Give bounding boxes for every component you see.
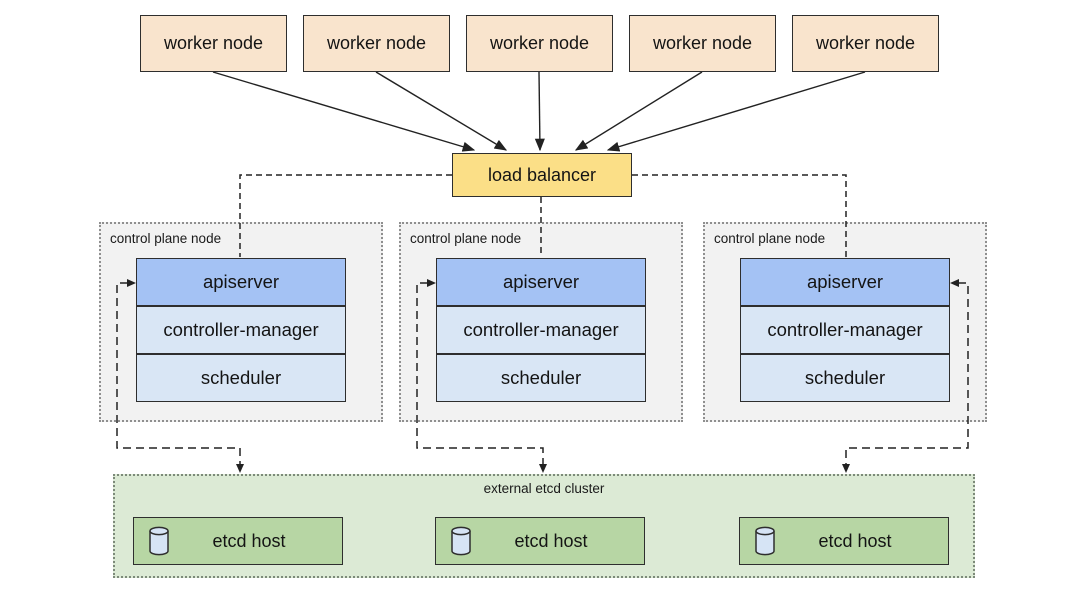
controller-manager-label: controller-manager: [163, 319, 319, 340]
load-balancer: load balancer: [452, 153, 632, 197]
scheduler-label: scheduler: [804, 367, 886, 388]
scheduler-box-3: scheduler: [740, 354, 950, 402]
worker-node-2: worker node: [303, 15, 450, 72]
apiserver-label: apiserver: [806, 271, 884, 292]
apiserver-label: apiserver: [202, 271, 280, 292]
controller-manager-box-3: controller-manager: [740, 306, 950, 354]
database-cylinder-icon: [149, 526, 169, 556]
apiserver-box-3: apiserver: [740, 258, 950, 306]
apiserver-to-etcd-links: [116, 282, 969, 464]
worker-node-4: worker node: [629, 15, 776, 72]
controller-manager-label: controller-manager: [767, 319, 923, 340]
etcd-host-2: etcd host: [435, 517, 645, 565]
worker-node-label: worker node: [163, 33, 264, 53]
scheduler-label: scheduler: [200, 367, 282, 388]
database-cylinder-icon: [451, 526, 471, 556]
etcd-host-label: etcd host: [514, 530, 588, 551]
etcd-host-label: etcd host: [818, 530, 892, 551]
worker-node-label: worker node: [815, 33, 916, 53]
etcd-host-1: etcd host: [133, 517, 343, 565]
scheduler-label: scheduler: [500, 367, 582, 388]
worker-node-5: worker node: [792, 15, 939, 72]
etcd-host-label: etcd host: [212, 530, 286, 551]
database-cylinder-icon: [755, 526, 775, 556]
control-plane-node-label: control plane node: [110, 231, 222, 246]
worker-node-label: worker node: [326, 33, 427, 53]
controller-manager-box-2: controller-manager: [436, 306, 646, 354]
control-plane-node-label: control plane node: [714, 231, 826, 246]
etcd-link-arrowheads: [127, 279, 959, 473]
apiserver-box-1: apiserver: [136, 258, 346, 306]
controller-manager-label: controller-manager: [463, 319, 619, 340]
lb-to-apiserver-links: [239, 174, 847, 257]
etcd-host-3: etcd host: [739, 517, 949, 565]
worker-to-lb-arrows: [212, 71, 866, 152]
control-plane-node-label: control plane node: [410, 231, 522, 246]
apiserver-box-2: apiserver: [436, 258, 646, 306]
worker-node-label: worker node: [489, 33, 590, 53]
worker-node-3: worker node: [466, 15, 613, 72]
worker-node-label: worker node: [652, 33, 753, 53]
scheduler-box-2: scheduler: [436, 354, 646, 402]
scheduler-box-1: scheduler: [136, 354, 346, 402]
apiserver-label: apiserver: [502, 271, 580, 292]
external-etcd-cluster-label: external etcd cluster: [483, 481, 605, 496]
load-balancer-label: load balancer: [487, 164, 597, 185]
controller-manager-box-1: controller-manager: [136, 306, 346, 354]
worker-node-1: worker node: [140, 15, 287, 72]
